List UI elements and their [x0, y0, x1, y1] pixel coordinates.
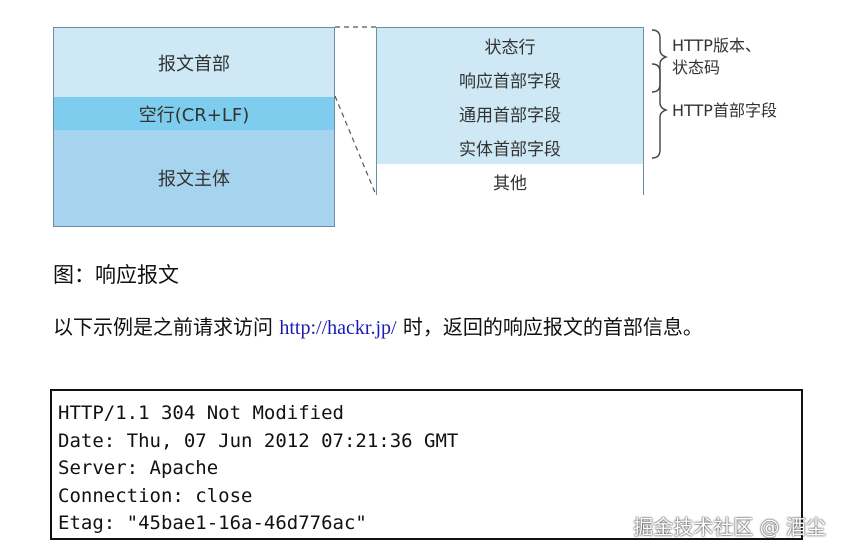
watermark: 掘金技术社区 @ 酒尘 — [633, 515, 826, 539]
code-line-etag: Etag: "45bae1-16a-46d776ac" — [58, 512, 367, 534]
response-header-code-block: HTTP/1.1 304 Not Modified Date: Thu, 07 … — [50, 389, 803, 540]
status-line-cell: 状态行 — [377, 28, 643, 63]
http-version-label: HTTP版本、 状态码 — [672, 35, 761, 79]
message-structure-block: 报文首部 空行(CR+LF) 报文主体 — [53, 27, 335, 227]
description-paragraph: 以下示例是之前请求访问 http://hackr.jp/ 时，返回的响应报文的首… — [53, 313, 793, 342]
message-header-block: 报文首部 — [54, 28, 334, 98]
general-header-fields-cell: 通用首部字段 — [377, 96, 643, 131]
code-line-server: Server: Apache — [58, 457, 219, 479]
other-cell: 其他 — [377, 164, 643, 198]
figure-caption: 图：响应报文 — [53, 263, 179, 287]
paragraph-text-before: 以下示例是之前请求访问 — [53, 315, 280, 339]
http-header-fields-label: HTTP首部字段 — [672, 101, 777, 120]
hackr-link[interactable]: http://hackr.jp/ — [279, 317, 397, 339]
blank-line-block: 空行(CR+LF) — [54, 97, 334, 131]
code-line-date: Date: Thu, 07 Jun 2012 07:21:36 GMT — [58, 429, 459, 452]
entity-header-fields-cell: 实体首部字段 — [377, 130, 643, 165]
http-version-label-line2: 状态码 — [672, 58, 721, 77]
response-header-table: 状态行 响应首部字段 通用首部字段 实体首部字段 其他 — [376, 27, 644, 198]
response-header-fields-cell: 响应首部字段 — [377, 62, 643, 97]
http-version-label-line1: HTTP版本、 — [672, 36, 761, 55]
code-line-status: HTTP/1.1 304 Not Modified — [58, 402, 344, 424]
paragraph-text-after: 时，返回的响应报文的首部信息。 — [396, 315, 703, 339]
code-line-connection: Connection: close — [58, 484, 253, 507]
message-body-block: 报文主体 — [54, 130, 334, 226]
